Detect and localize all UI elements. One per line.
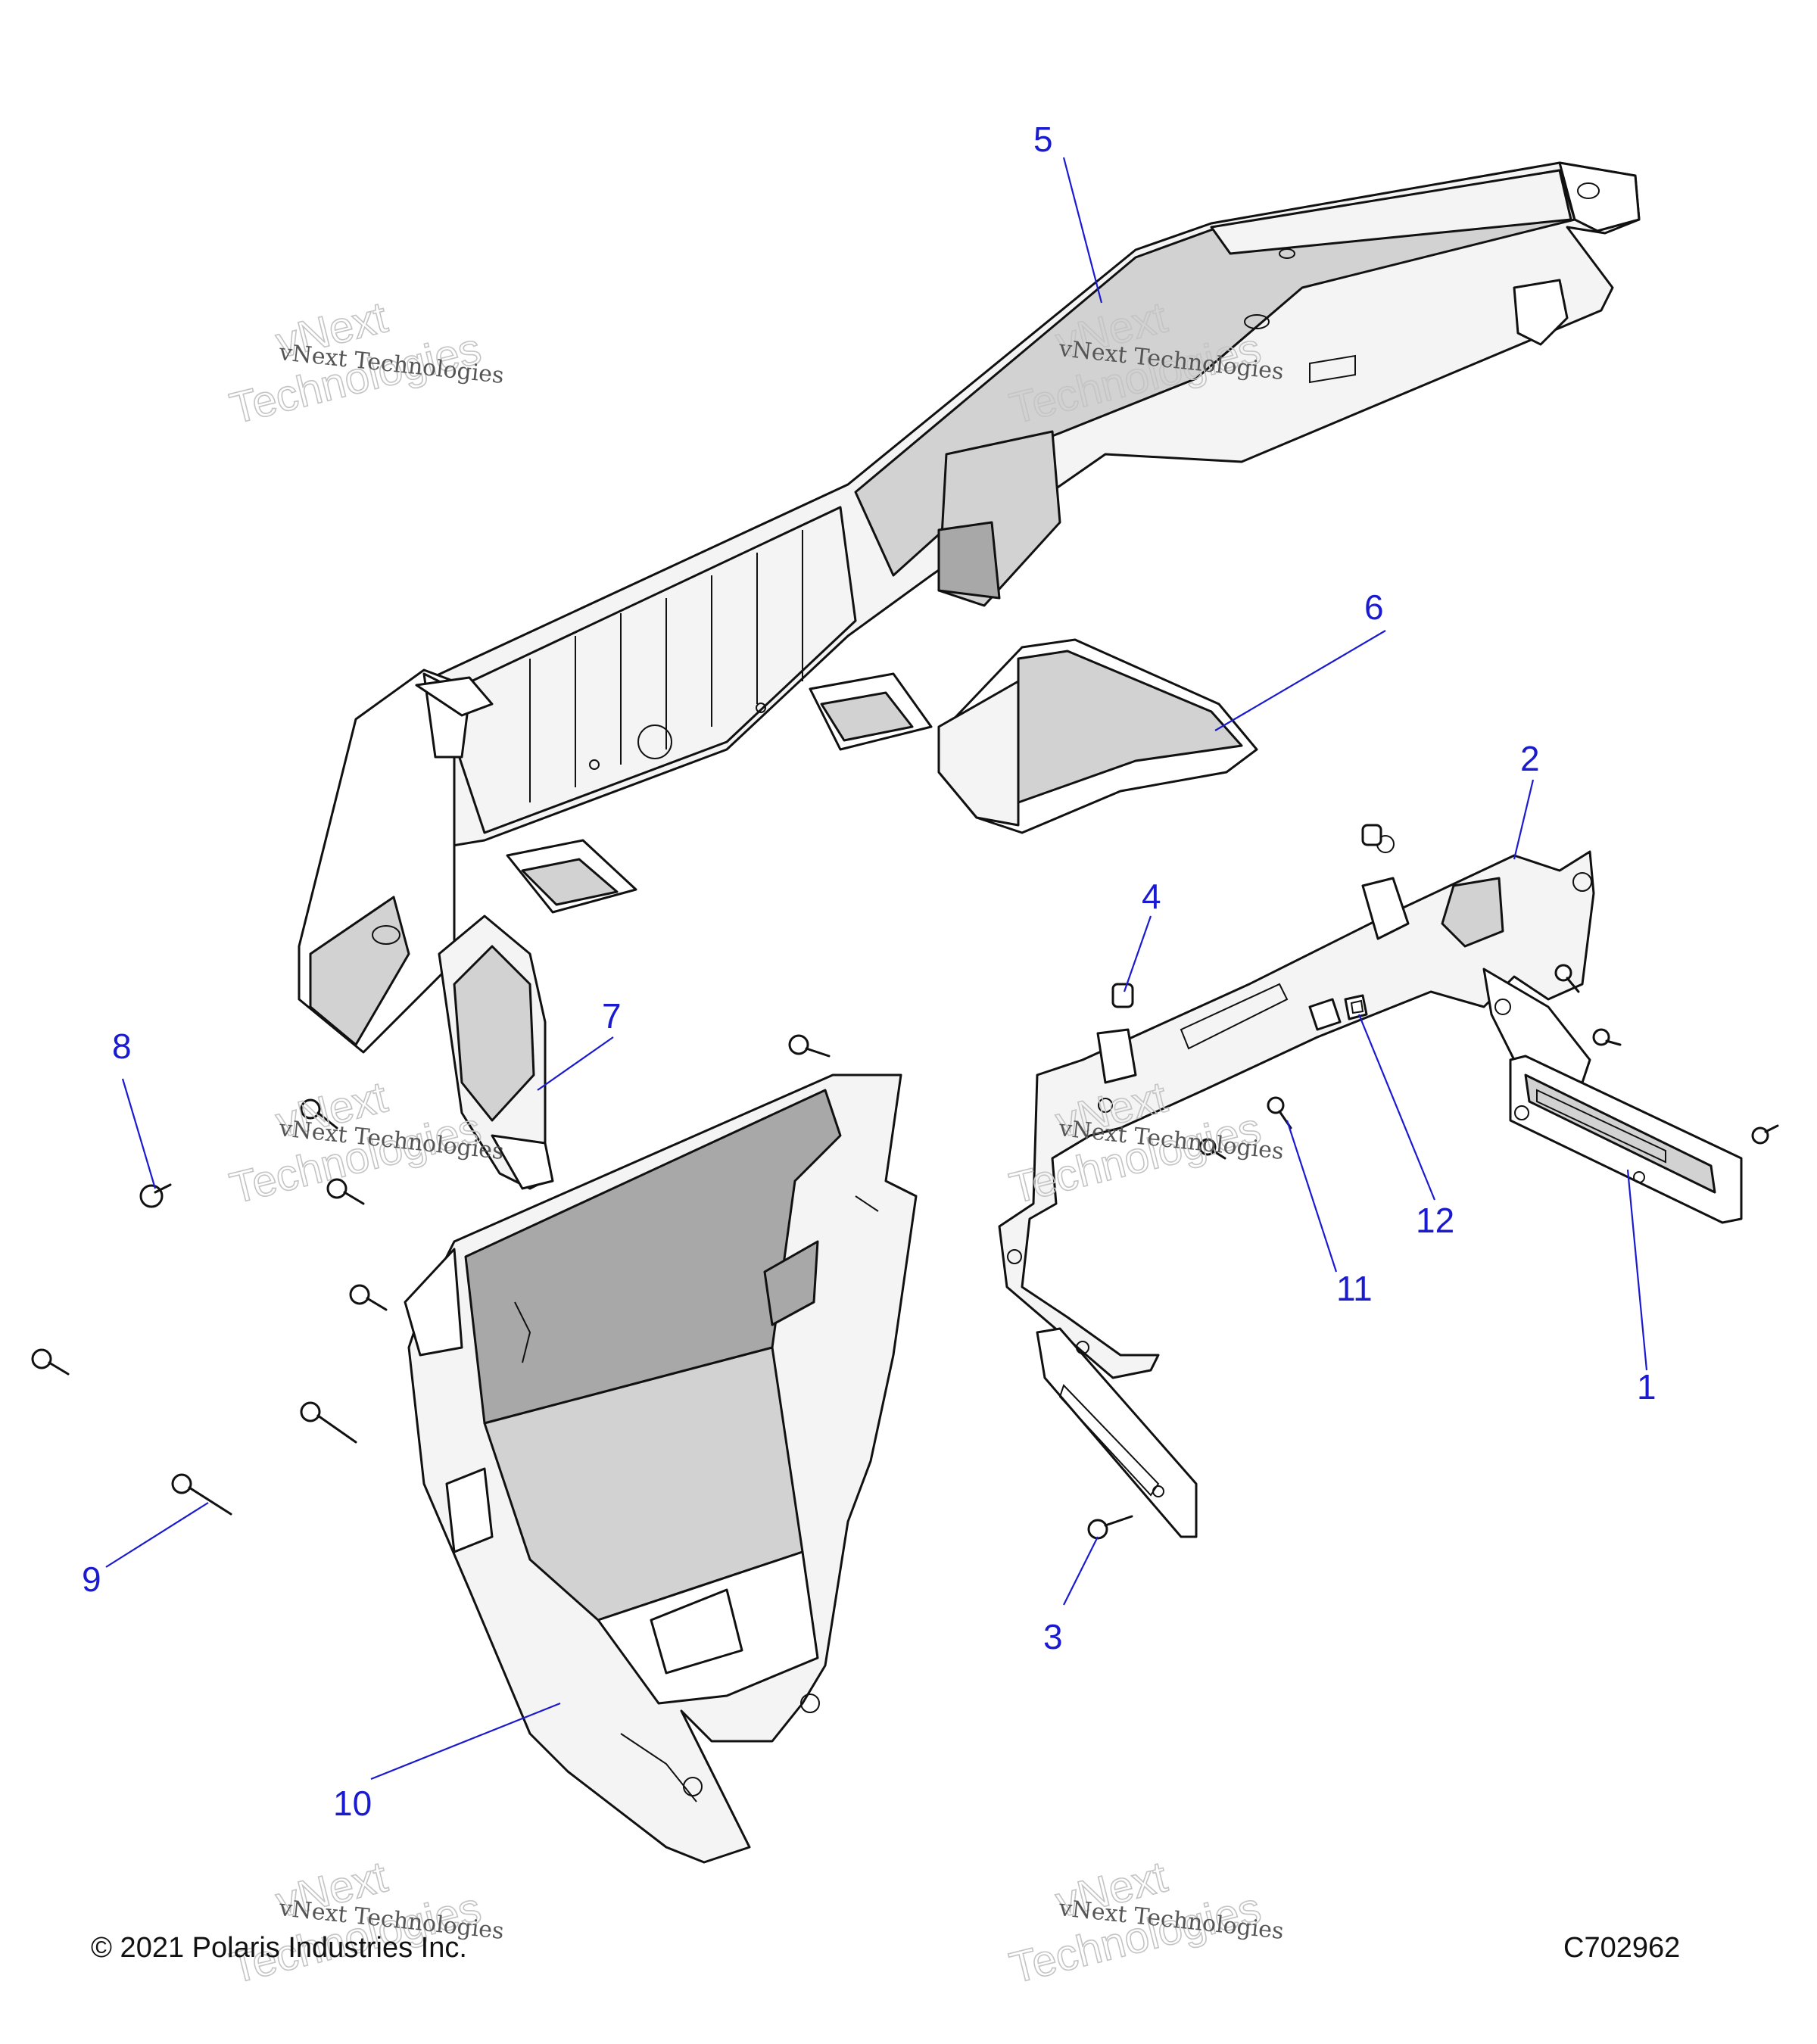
bolt-icon xyxy=(139,1183,172,1208)
bolt-icon xyxy=(349,1284,388,1311)
bolt-icon xyxy=(1198,1138,1226,1160)
fastener-group xyxy=(31,824,1779,1540)
bolt-icon xyxy=(1087,1515,1133,1540)
callout-8: 8 xyxy=(112,1027,132,1066)
callout-2: 2 xyxy=(1520,739,1540,778)
callout-6: 6 xyxy=(1364,587,1384,627)
bolt-icon xyxy=(1751,1124,1779,1145)
callout-labels: 1 2 3 4 5 6 7 8 9 10 11 12 xyxy=(82,120,1656,1823)
grommet-icon xyxy=(1361,824,1382,846)
bolt-icon xyxy=(1592,1028,1622,1046)
part-1-side-bracket xyxy=(1509,1055,1743,1224)
bolt-icon xyxy=(326,1178,365,1205)
callout-3: 3 xyxy=(1043,1617,1063,1656)
callout-9: 9 xyxy=(82,1559,101,1599)
grommet-icon xyxy=(1111,983,1134,1008)
part-7-support-panel xyxy=(438,915,554,1190)
diagram-code: C702962 xyxy=(1563,1932,1680,1964)
part-5-dash-frame xyxy=(298,161,1641,1054)
screw-icon xyxy=(300,1401,357,1444)
callout-12: 12 xyxy=(1416,1201,1454,1240)
screw-icon xyxy=(171,1473,232,1516)
part-12-clip-nut xyxy=(1344,994,1368,1020)
callout-10: 10 xyxy=(333,1784,372,1823)
bolt-icon xyxy=(1554,964,1580,993)
bolt-icon xyxy=(31,1348,70,1376)
part-3-lower-bracket xyxy=(1036,1327,1198,1538)
copyright-text: © 2021 Polaris Industries Inc. xyxy=(91,1932,467,1964)
callout-5: 5 xyxy=(1033,120,1053,159)
bolt-icon xyxy=(788,1034,831,1058)
callout-4: 4 xyxy=(1142,877,1161,916)
part-10-lower-console xyxy=(404,1073,918,1864)
callout-7: 7 xyxy=(602,996,622,1036)
part-6-kick-panel xyxy=(937,638,1258,834)
callout-11: 11 xyxy=(1336,1269,1373,1308)
part-2-mount-bracket xyxy=(998,835,1595,1379)
leader-lines xyxy=(105,157,1648,1781)
bolt-icon xyxy=(300,1098,338,1129)
callout-1: 1 xyxy=(1637,1367,1656,1407)
